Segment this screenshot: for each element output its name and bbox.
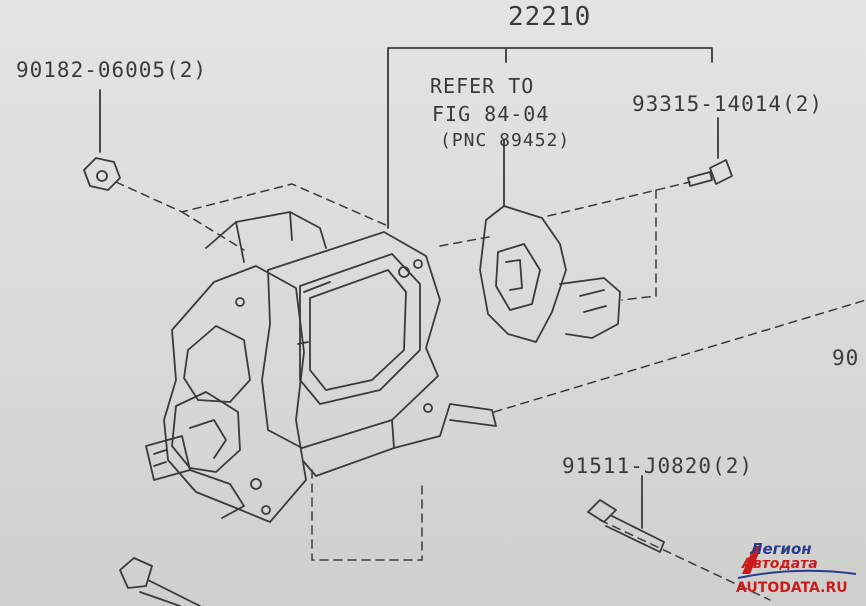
nut-part-label: 90182-06005(2): [16, 58, 208, 82]
main-part-bracket: [387, 47, 713, 229]
reference-note-line1: REFER TO: [430, 74, 535, 98]
throttle-body-icon: [145, 211, 497, 523]
watermark-line1: Легион: [750, 540, 812, 558]
lower-bolt-icon: [119, 557, 201, 606]
watermark-line3: AUTODATA.RU: [736, 580, 848, 596]
screw-icon: [687, 159, 733, 187]
throttle-position-sensor-icon: [479, 205, 621, 343]
bolt-part-label: 91511-J0820(2): [562, 454, 754, 478]
nut-icon: [83, 157, 121, 191]
watermark-logo: Легион Автодата AUTODATA.RU: [736, 540, 858, 602]
watermark-line2: Автодата: [742, 556, 818, 572]
screw-part-label: 93315-14014(2): [632, 92, 824, 116]
reference-note-line3: (PNC 89452): [440, 130, 571, 151]
reference-note-line2: FIG 84-04: [432, 102, 550, 126]
edge-part-label: 90: [832, 346, 860, 370]
bolt-icon: [587, 499, 665, 553]
logo-swoosh-icon: [737, 546, 857, 579]
main-part-number-label: 22210: [508, 2, 592, 32]
